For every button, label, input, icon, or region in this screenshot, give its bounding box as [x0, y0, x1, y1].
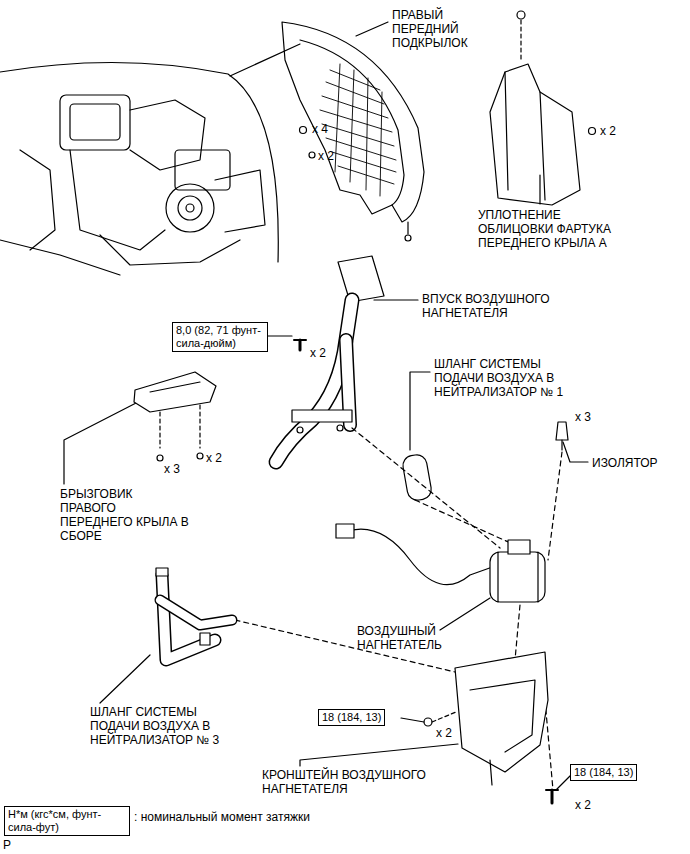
torque-box: 18 (184, 13)	[318, 709, 385, 726]
quantity-label: x 2	[318, 149, 334, 163]
part-label: ВОЗДУШНЫЙ НАГНЕТАТЕЛЬ	[357, 624, 479, 652]
quantity-label: x 2	[206, 451, 222, 465]
torque-value: 18 (184, 13)	[322, 711, 381, 724]
part-label: БРЫЗГОВИК ПРАВОГО ПЕРЕДНЕГО КРЫЛА В СБОР…	[60, 487, 190, 543]
torque-value: Н*м (кгс*см, фунт- сила-фут)	[8, 808, 126, 834]
quantity-label: x 2	[310, 346, 326, 360]
part-label: УПЛОТНЕНИЕ ОБЛИЦОВКИ ФАРТУКА ПЕРЕДНЕГО К…	[478, 208, 630, 250]
part-label: ИЗОЛЯТОР	[592, 456, 682, 470]
torque-box: 8,0 (82, 71 фунт- сила-дюйм)	[172, 322, 268, 352]
torque-value: 8,0 (82, 71 фунт- сила-дюйм)	[176, 324, 264, 350]
part-label: ШЛАНГ СИСТЕМЫ ПОДАЧИ ВОЗДУХА В НЕЙТРАЛИЗ…	[434, 357, 571, 399]
part-label: ШЛАНГ СИСТЕМЫ ПОДАЧИ ВОЗДУХА В НЕЙТРАЛИЗ…	[90, 705, 242, 747]
legend-text: : номинальный момент затяжки	[134, 810, 310, 824]
quantity-label: x 3	[575, 410, 591, 424]
quantity-label: x 2	[575, 798, 591, 812]
quantity-label: x 4	[312, 122, 328, 136]
part-label: КРОНШТЕЙН ВОЗДУШНОГО НАГНЕТАТЕЛЯ	[262, 768, 440, 796]
torque-box: 18 (184, 13)	[570, 764, 637, 781]
torque-value: 18 (184, 13)	[574, 766, 633, 779]
quantity-label: x 3	[164, 462, 180, 476]
part-label: ВПУСК ВОЗДУШНОГО НАГНЕТАТЕЛЯ	[422, 292, 564, 320]
torque-box: Н*м (кгс*см, фунт- сила-фут)	[4, 806, 130, 836]
quantity-label: x 2	[436, 726, 452, 740]
part-label: ПРАВЫЙ ПЕРЕДНИЙ ПОДКРЫЛОК	[392, 8, 482, 50]
figure-code: P	[3, 838, 11, 852]
quantity-label: x 2	[600, 124, 616, 138]
